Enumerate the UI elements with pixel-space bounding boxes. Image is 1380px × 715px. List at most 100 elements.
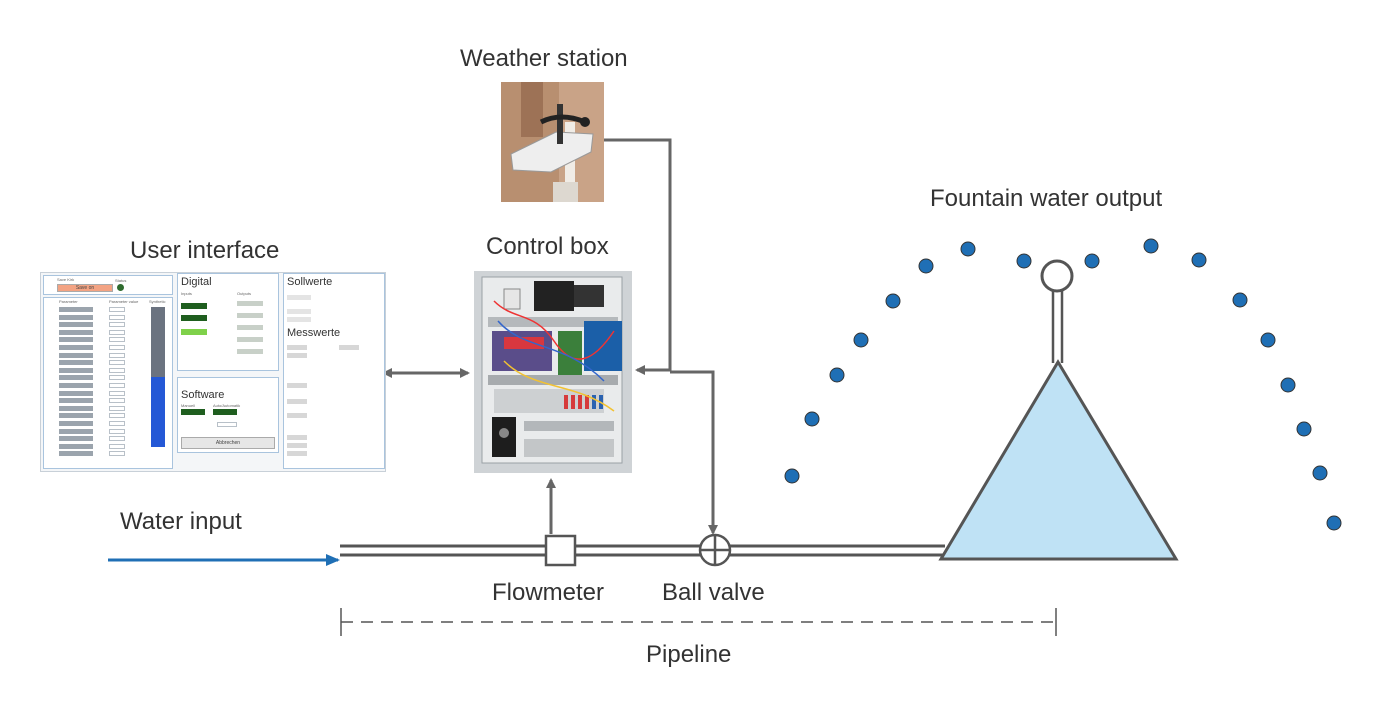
ui-parameter-value-cell[interactable] bbox=[109, 337, 125, 343]
water-droplet bbox=[918, 258, 934, 274]
ui-parameter-value-cell[interactable] bbox=[109, 352, 125, 358]
ui-parameter-value-cell[interactable] bbox=[109, 436, 125, 442]
ui-parameter-value-cell[interactable] bbox=[109, 413, 125, 419]
ui-digital-inputs-header: Inputs bbox=[181, 291, 192, 296]
ui-parameter-name-cell bbox=[59, 451, 93, 457]
ui-measurement-field bbox=[287, 383, 307, 388]
water-droplet bbox=[853, 332, 869, 348]
ui-setpoint-field bbox=[287, 317, 311, 322]
ui-software-led bbox=[213, 409, 237, 415]
ui-parameter-value-cell[interactable] bbox=[109, 367, 125, 373]
water-droplets bbox=[784, 238, 1342, 531]
ui-parameter-name-cell bbox=[59, 436, 93, 442]
water-droplet bbox=[1232, 292, 1248, 308]
ui-digital-pane bbox=[177, 273, 279, 371]
ui-parameter-value-cell[interactable] bbox=[109, 375, 125, 381]
weather-station-icon bbox=[501, 82, 604, 202]
ui-software-led bbox=[181, 409, 205, 415]
ui-parameter-name-cell bbox=[59, 352, 93, 358]
ui-digital-output bbox=[237, 301, 263, 306]
ui-sollwerte-title: Sollwerte bbox=[287, 276, 333, 288]
ui-setpoint-field bbox=[287, 309, 311, 314]
ui-software-input[interactable] bbox=[217, 422, 237, 427]
control-box-photo bbox=[474, 271, 632, 473]
ui-digital-outputs-header: Outputs bbox=[237, 291, 252, 296]
ui-messwerte-title: Messwerte bbox=[287, 327, 341, 339]
ui-parameter-name-cell bbox=[59, 345, 93, 350]
water-droplet bbox=[829, 367, 845, 383]
ui-parameter-value-cell[interactable] bbox=[109, 329, 125, 335]
user-interface-label: User interface bbox=[130, 237, 280, 264]
ui-software-title: Software bbox=[181, 389, 225, 401]
pipeline bbox=[340, 544, 945, 557]
ui-parameter-name-cell bbox=[59, 329, 93, 335]
weather-signal-arrow bbox=[604, 138, 672, 375]
ui-parameter-value-cell[interactable] bbox=[109, 345, 125, 350]
fountain-nozzle bbox=[1040, 259, 1074, 293]
ui-level-bar-fill bbox=[151, 377, 165, 447]
ui-measurement-field bbox=[287, 345, 307, 350]
ui-parameter-value-cell[interactable] bbox=[109, 307, 125, 312]
ball-valve-symbol bbox=[698, 533, 732, 567]
ui-parameter-value-cell[interactable] bbox=[109, 398, 125, 404]
ui-digital-title: Digital bbox=[181, 276, 212, 288]
ui-parameter-value-cell[interactable] bbox=[109, 322, 125, 328]
ui-chart-header: Synthetic bbox=[149, 299, 166, 304]
ui-parameter-value-cell[interactable] bbox=[109, 405, 125, 411]
ui-measurement-field bbox=[287, 451, 307, 456]
ball-valve-label: Ball valve bbox=[662, 579, 765, 606]
water-droplet bbox=[1280, 377, 1296, 393]
ui-top-label: Save Kirk bbox=[57, 277, 75, 282]
valve-control-arrow bbox=[670, 370, 718, 535]
ui-parameter-name-cell bbox=[59, 405, 93, 411]
water-droplet bbox=[885, 293, 901, 309]
ui-parameter-value-cell[interactable] bbox=[109, 390, 125, 396]
ui-software-auto: Auto/Automatik bbox=[213, 403, 241, 408]
ui-parameter-value-cell[interactable] bbox=[109, 383, 125, 388]
ui-parameter-value-cell[interactable] bbox=[109, 428, 125, 434]
ui-top-button[interactable]: Save on bbox=[57, 284, 113, 292]
ui-parameter-value-cell[interactable] bbox=[109, 314, 125, 320]
user-interface-screenshot: Save Kirk Save on Status Parameter Param… bbox=[40, 272, 386, 472]
ui-parameter-value-cell[interactable] bbox=[109, 443, 125, 449]
ui-digital-output bbox=[237, 349, 263, 354]
ui-software-button[interactable]: Abbrechen bbox=[181, 437, 275, 449]
control-box-icon bbox=[474, 271, 632, 473]
ui-digital-led bbox=[181, 315, 207, 321]
ui-digital-led bbox=[181, 303, 207, 309]
ui-parameter-name-cell bbox=[59, 360, 93, 366]
ui-digital-led bbox=[181, 329, 207, 335]
weather-station-photo bbox=[501, 82, 604, 202]
ui-parameter-name-cell bbox=[59, 383, 93, 388]
water-droplet bbox=[960, 241, 976, 257]
water-droplet bbox=[1312, 465, 1328, 481]
water-droplet bbox=[1260, 332, 1276, 348]
water-droplet bbox=[1326, 515, 1342, 531]
ui-parameter-name-cell bbox=[59, 390, 93, 396]
ui-measurement-field bbox=[287, 443, 307, 448]
ui-parameter-value-cell[interactable] bbox=[109, 421, 125, 426]
ui-parameter-value-cell[interactable] bbox=[109, 451, 125, 457]
ui-parameter-name-cell bbox=[59, 337, 93, 343]
water-input-label: Water input bbox=[120, 508, 242, 535]
ui-measurement-field bbox=[339, 345, 359, 350]
ui-parameter-name-cell bbox=[59, 322, 93, 328]
ui-parameter-value-cell[interactable] bbox=[109, 360, 125, 366]
water-droplet bbox=[1296, 421, 1312, 437]
water-droplet bbox=[1143, 238, 1159, 254]
ui-digital-output bbox=[237, 337, 263, 342]
flowmeter-symbol bbox=[544, 534, 577, 567]
ui-measurement-field bbox=[287, 413, 307, 418]
ui-parameter-name-cell bbox=[59, 443, 93, 449]
water-droplet bbox=[1191, 252, 1207, 268]
water-droplet bbox=[784, 468, 800, 484]
pipeline-span-bracket bbox=[340, 608, 1057, 636]
ui-parameter-name-cell bbox=[59, 314, 93, 320]
water-droplet bbox=[804, 411, 820, 427]
ui-software-manual: Manuell bbox=[181, 403, 196, 408]
ui-top-status: Status bbox=[115, 278, 127, 283]
ui-setpoint-field bbox=[287, 295, 311, 300]
flowmeter-label: Flowmeter bbox=[492, 579, 605, 606]
